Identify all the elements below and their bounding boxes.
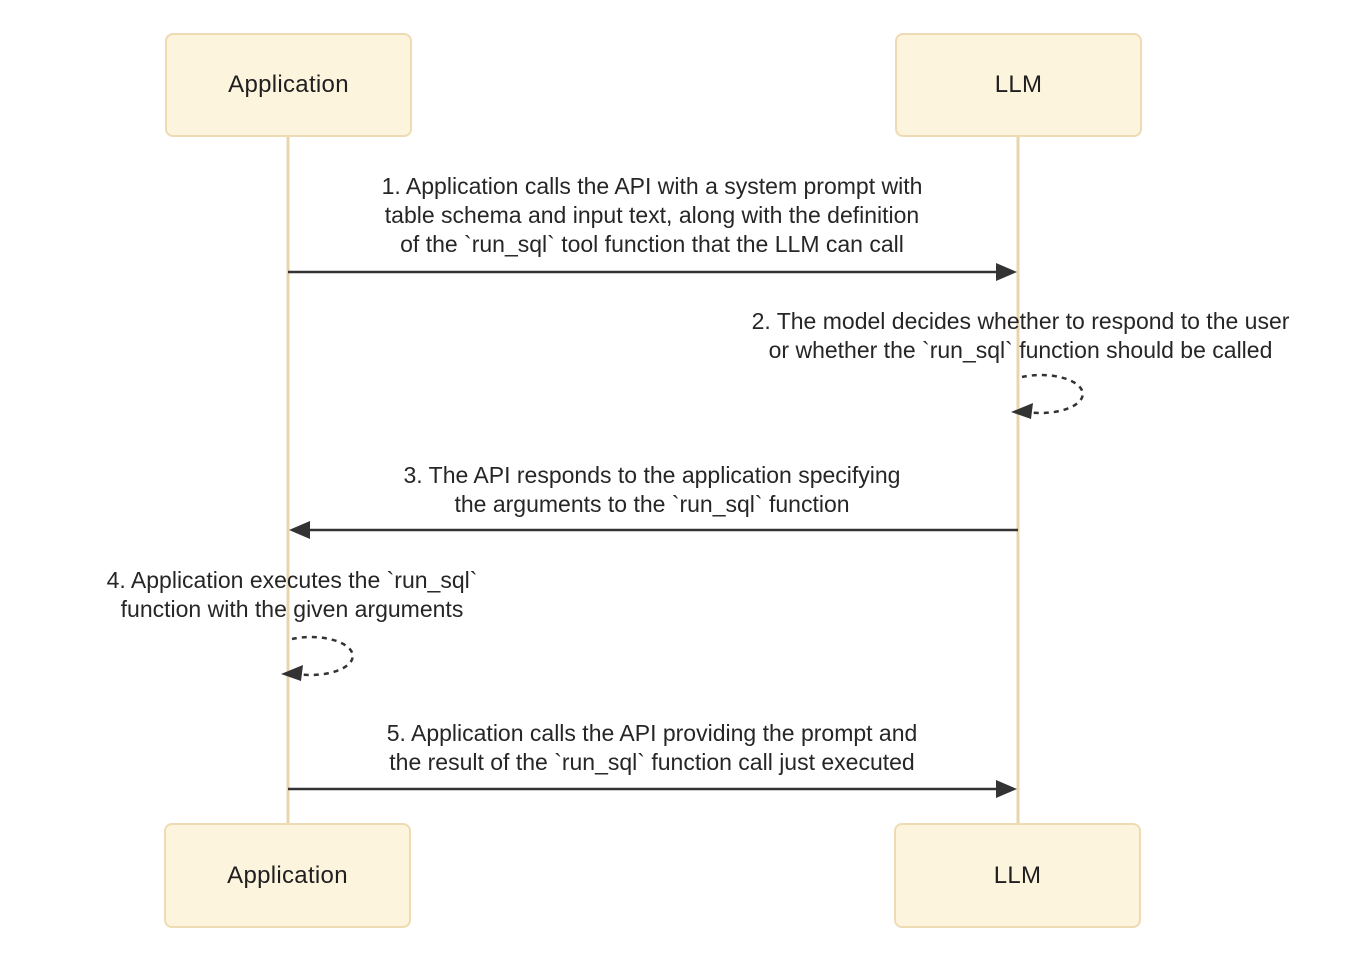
message-5-line-2: the result of the `run_sql` function cal… <box>389 749 915 775</box>
actor-label-application-top: Application <box>228 71 349 98</box>
message-1-arrowhead <box>996 263 1017 281</box>
message-3-text: 3. The API responds to the application s… <box>332 461 972 519</box>
message-4-text: 4. Application executes the `run_sql` fu… <box>30 566 554 624</box>
message-4-line-1: 4. Application executes the `run_sql` <box>106 567 478 593</box>
message-4-arrowhead <box>281 665 303 681</box>
message-1-line-1: 1. Application calls the API with a syst… <box>381 173 923 199</box>
actor-box-llm-top: LLM <box>895 33 1142 137</box>
message-5-line-1: 5. Application calls the API providing t… <box>386 720 918 746</box>
message-3-arrowhead <box>289 521 310 539</box>
actor-box-llm-bottom: LLM <box>894 823 1141 928</box>
message-1-line-3: of the `run_sql` tool function that the … <box>400 231 904 257</box>
message-3-line-1: 3. The API responds to the application s… <box>403 462 901 488</box>
actor-box-application-top: Application <box>165 33 412 137</box>
message-1-text: 1. Application calls the API with a syst… <box>292 172 1012 259</box>
message-2-text: 2. The model decides whether to respond … <box>698 307 1343 365</box>
actor-box-application-bottom: Application <box>164 823 411 928</box>
actor-label-llm-bottom: LLM <box>993 861 1042 889</box>
message-2-self-loop <box>1021 373 1084 415</box>
message-4-line-2: function with the given arguments <box>120 596 464 622</box>
message-2-arrowhead <box>1011 403 1033 419</box>
actor-label-application-bottom: Application <box>227 861 348 889</box>
message-5-text: 5. Application calls the API providing t… <box>332 719 972 777</box>
message-2-line-1: 2. The model decides whether to respond … <box>751 308 1290 334</box>
message-1-line-2: table schema and input text, along with … <box>384 202 920 228</box>
actor-label-llm-top: LLM <box>994 71 1043 98</box>
message-4-self-loop <box>291 635 354 677</box>
message-3-line-2: the arguments to the `run_sql` function <box>454 491 850 517</box>
message-5-arrowhead <box>996 780 1017 798</box>
message-2-line-2: or whether the `run_sql` function should… <box>768 337 1273 363</box>
